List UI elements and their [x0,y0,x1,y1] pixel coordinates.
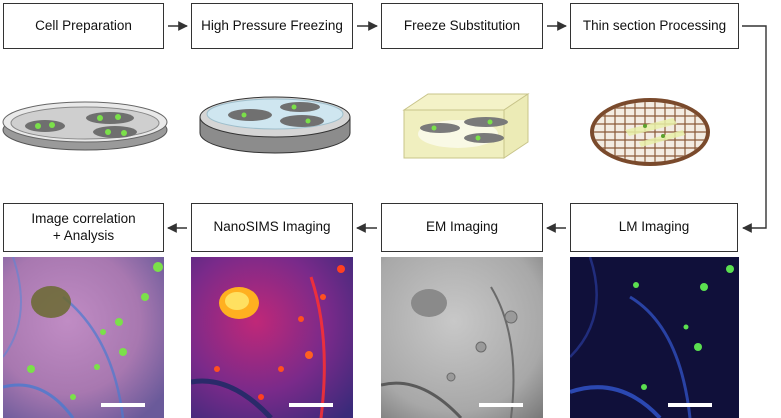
step-label: EM Imaging [425,219,499,235]
em-micrograph [381,257,543,418]
step-thin-section-processing: Thin section Processing [570,3,739,49]
step-label: Thin section Processing [582,17,727,33]
step-em-imaging: EM Imaging [381,203,543,252]
lm-micrograph [570,257,739,418]
scale-bar [101,403,145,407]
step-label-line2: + Analysis [52,227,115,243]
nanosims-image [191,257,353,418]
petri-dish-icon [2,101,168,151]
scale-bar [668,403,712,407]
lm-image [570,257,739,418]
step-label: NanoSIMS Imaging [213,219,331,235]
scale-bar [289,403,333,407]
step-cell-preparation: Cell Preparation [3,3,164,49]
correlation-overlay-image [3,257,164,418]
scale-bar [479,403,523,407]
step-label: High Pressure Freezing [201,17,343,33]
em-grid-icon [590,98,710,166]
step-image-correlation: Image correlation + Analysis [3,203,164,252]
step-nanosims-imaging: NanoSIMS Imaging [191,203,353,252]
step-label: Cell Preparation [35,17,132,33]
step-label: LM Imaging [618,219,690,235]
step-lm-imaging: LM Imaging [570,203,738,252]
resin-block-icon [402,93,530,159]
overlay-micrograph [3,257,164,418]
nanosims-micrograph [191,257,353,418]
step-high-pressure-freezing: High Pressure Freezing [191,3,353,49]
freezing-carrier-icon [199,96,351,154]
step-label-line1: Image correlation [31,210,136,226]
arrow-down-connector [742,25,767,233]
em-image [381,257,543,418]
step-label: Freeze Substitution [403,17,521,33]
step-freeze-substitution: Freeze Substitution [381,3,543,49]
